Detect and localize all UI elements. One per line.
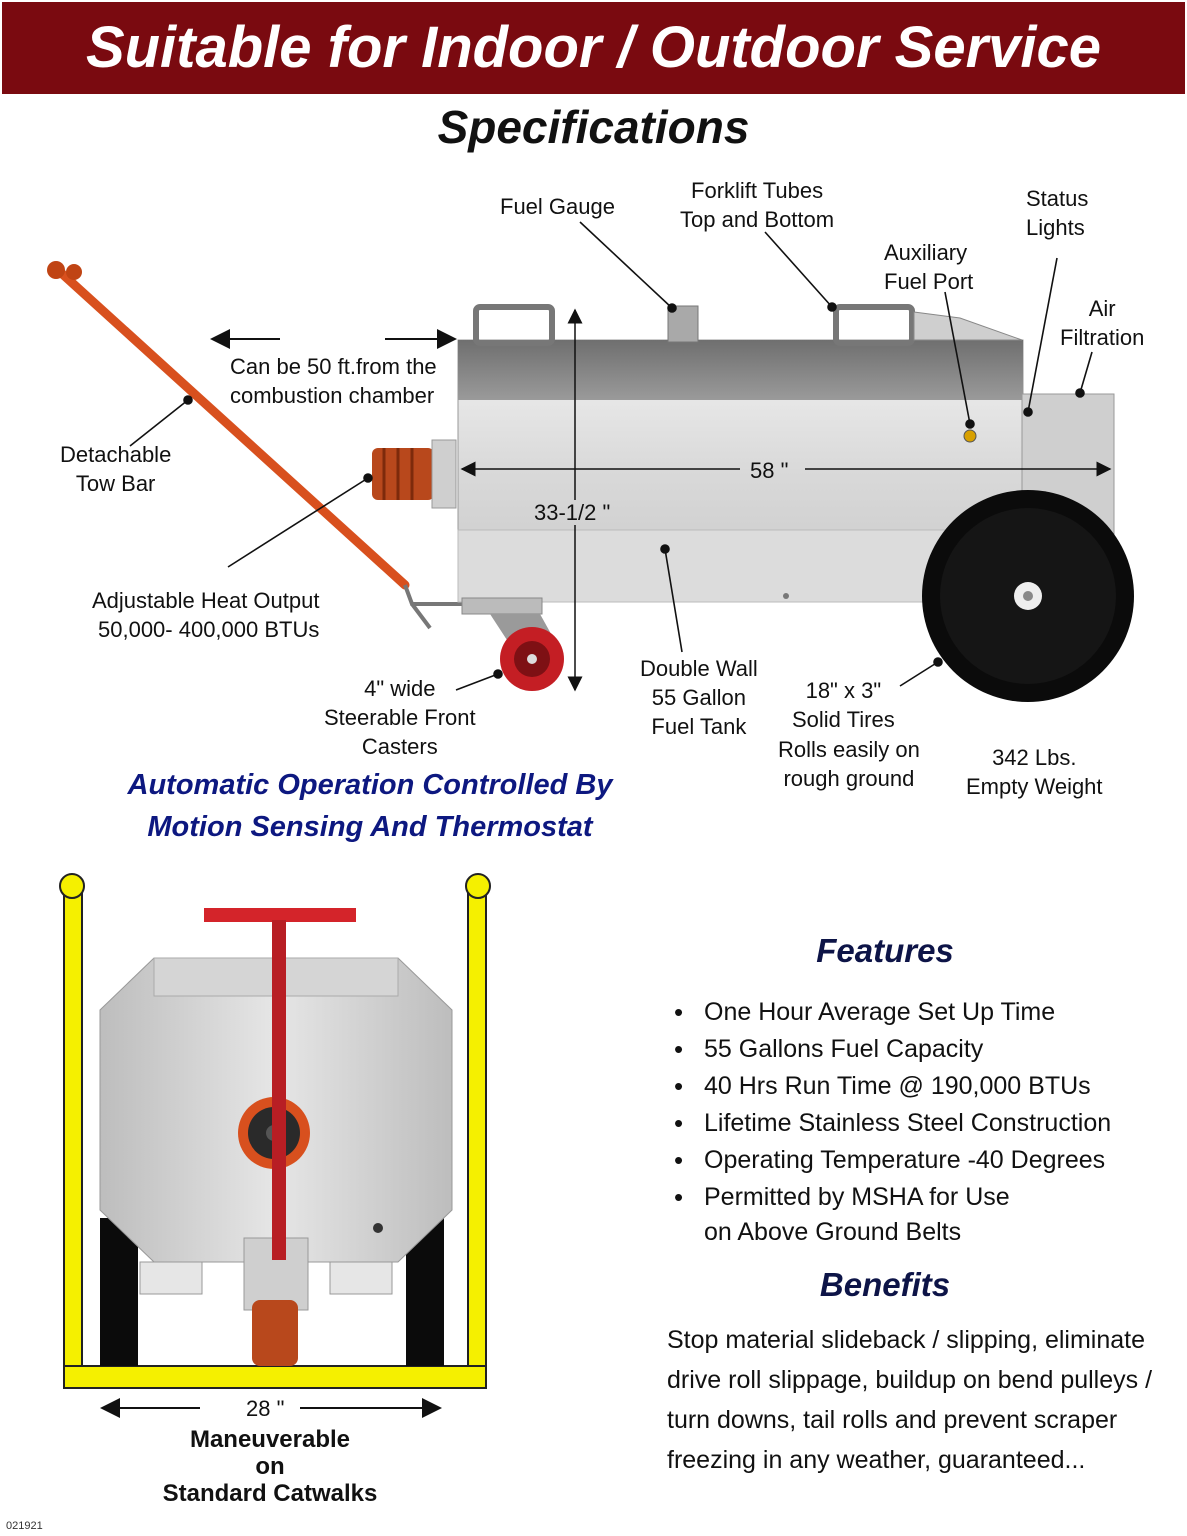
catwalk-width-dimension: 28 " [246,1396,285,1421]
list-item: Permitted by MSHA for Use [668,1179,1168,1216]
features-title: Features [816,932,954,969]
tow-bar [47,261,470,630]
weight-label: 342 Lbs.Empty Weight [966,745,1103,799]
heater-body [457,304,1115,603]
features-list: One Hour Average Set Up Time 55 Gallons … [668,994,1168,1216]
page-banner: Suitable for Indoor / Outdoor Service [2,2,1185,94]
list-item: Operating Temperature -40 Degrees [668,1142,1168,1179]
catwalk-illustration [59,873,491,1418]
height-dimension: 33-1/2 " [534,500,611,525]
benefits-text: Stop material slideback / slipping, elim… [667,1326,1153,1474]
features-list-continuation: on Above Ground Belts [704,1218,962,1246]
list-item: One Hour Average Set Up Time [668,994,1168,1031]
fuel-gauge-label: Fuel Gauge [500,194,615,219]
benefits-title: Benefits [819,1266,951,1303]
dimension-arrows [210,308,1112,692]
specifications-title: Specifications [437,101,750,153]
list-item: Lifetime Stainless Steel Construction [668,1105,1168,1142]
document-code: 021921 [6,1520,43,1532]
callout-leaders [129,221,1093,691]
solid-tires-label: 18" x 3"Solid Tires [792,678,895,732]
burner-outlet [372,439,457,509]
front-caster [461,597,564,691]
list-item: 40 Hrs Run Time @ 190,000 BTUs [668,1068,1168,1105]
list-item: 55 Gallons Fuel Capacity [668,1031,1168,1068]
solid-tire [922,490,1134,702]
length-dimension: 58 " [750,458,789,483]
